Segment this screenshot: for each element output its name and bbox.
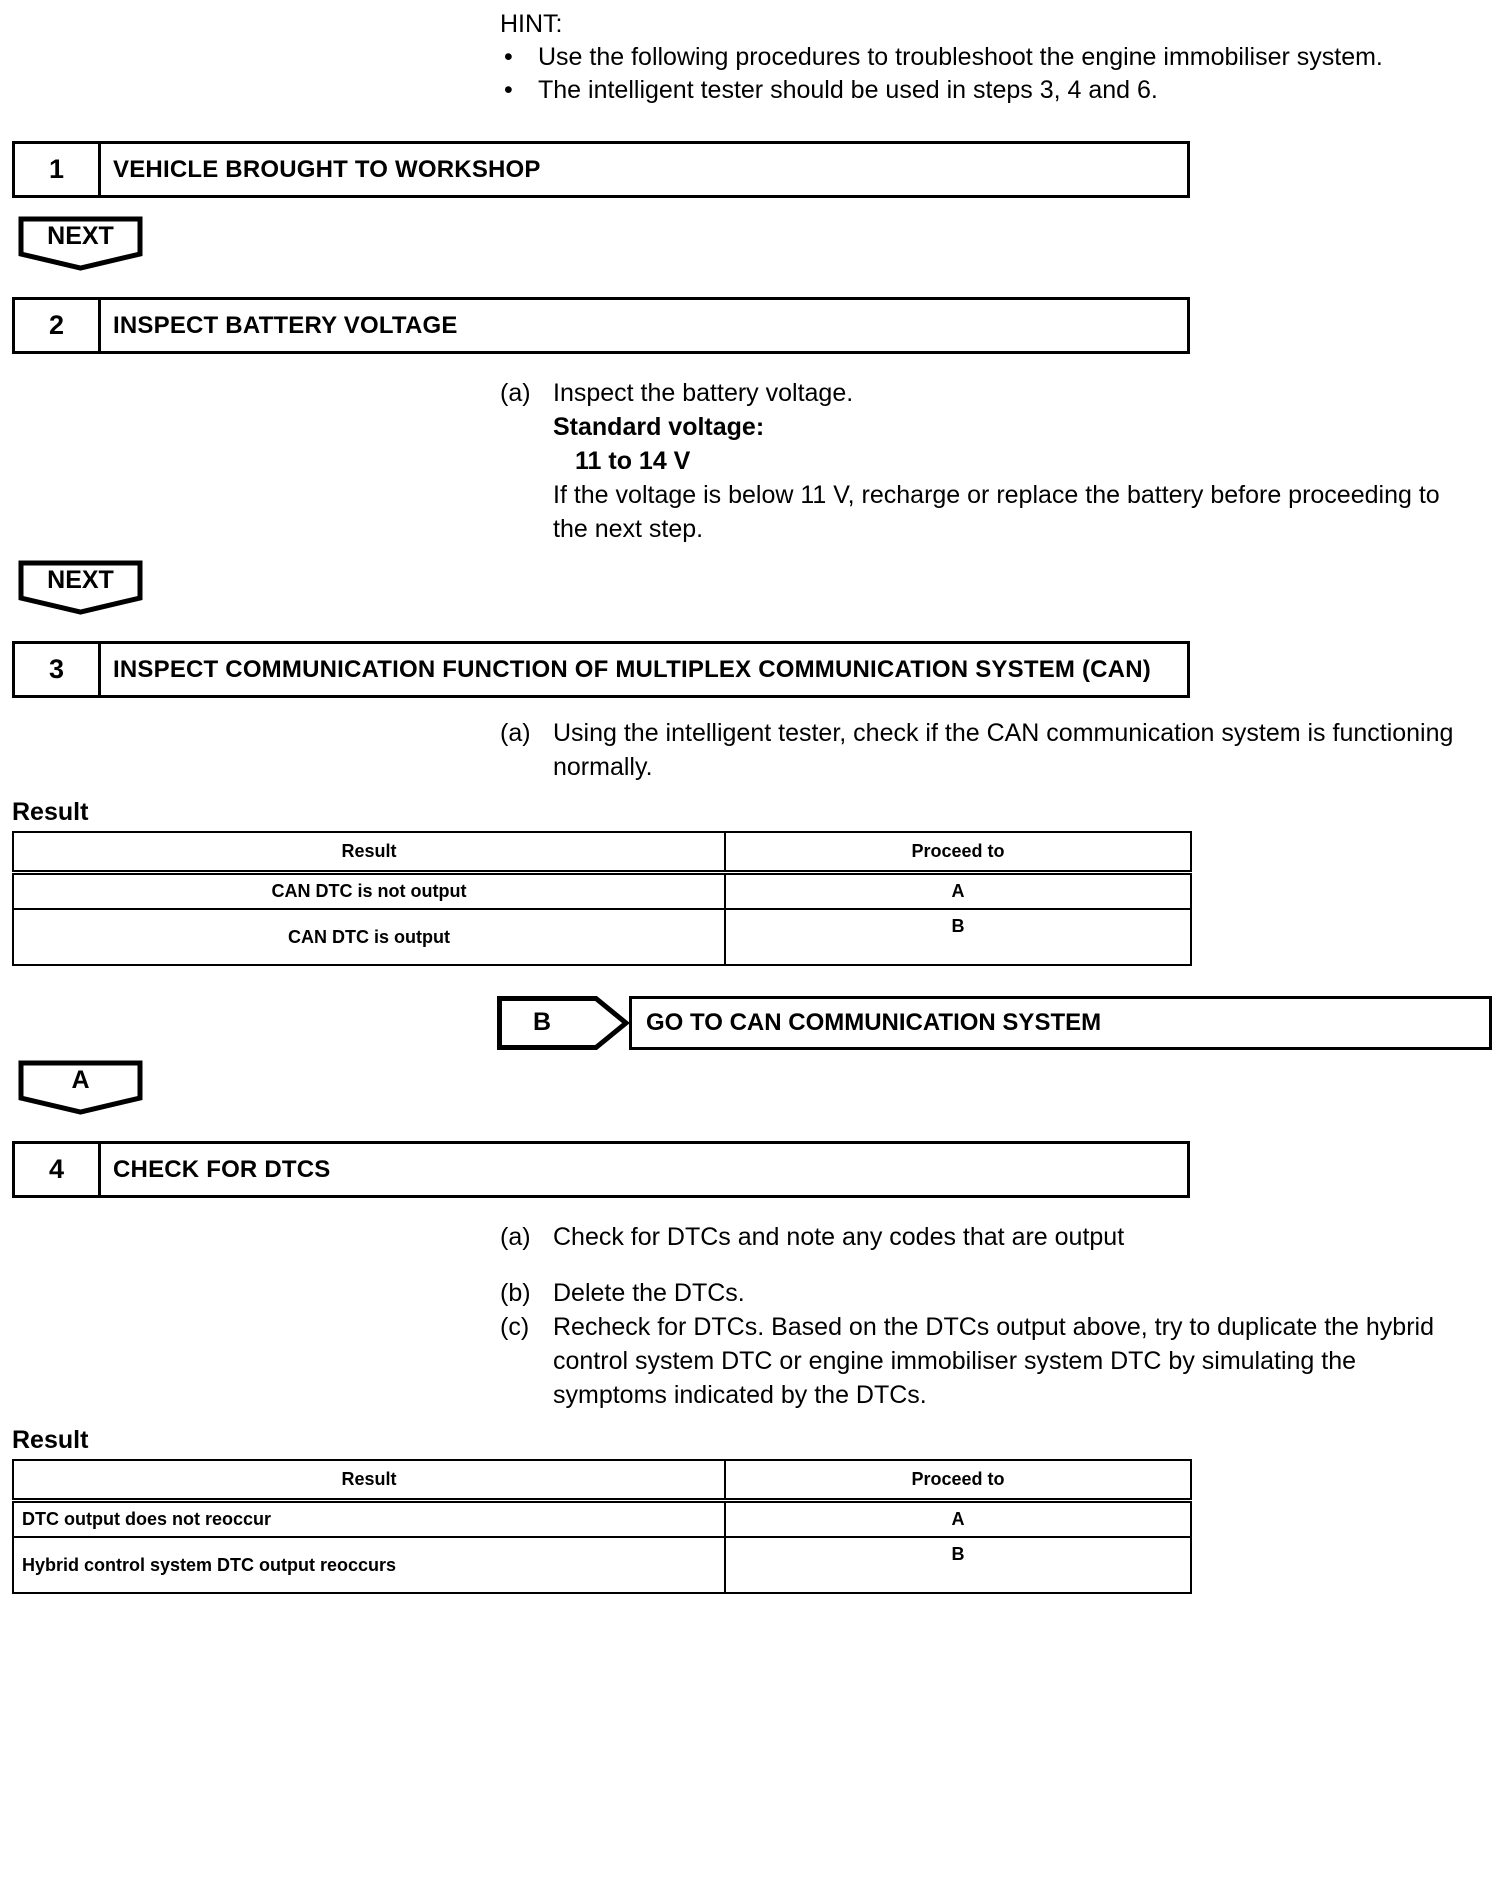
step-title: CHECK FOR DTCS: [113, 1156, 331, 1183]
hint-list: • Use the following procedures to troubl…: [500, 41, 1464, 107]
step-number: 3: [15, 644, 101, 695]
troubleshooting-flowchart-page: HINT: • Use the following procedures to …: [0, 0, 1504, 1594]
branch-arrow-b: B: [497, 996, 629, 1050]
step-bar-1: 1 VEHICLE BROUGHT TO WORKSHOP: [12, 141, 1190, 198]
branch-row-b: B GO TO CAN COMMUNICATION SYSTEM: [497, 996, 1504, 1050]
result-label-3: Result: [12, 798, 89, 826]
step-bar-4: 4 CHECK FOR DTCS: [12, 1141, 1190, 1198]
column-header-result: Result: [12, 1459, 726, 1503]
step-title: VEHICLE BROUGHT TO WORKSHOP: [113, 156, 541, 183]
hint-item: • The intelligent tester should be used …: [500, 74, 1464, 107]
procedure-marker: (b): [500, 1279, 531, 1307]
table-row: CAN DTC is output B: [12, 908, 1192, 966]
cell-result: Hybrid control system DTC output reoccur…: [12, 1536, 726, 1594]
procedure-item: (b) Delete the DTCs.: [500, 1276, 1464, 1310]
cell-proceed-to: B: [724, 1536, 1192, 1594]
procedure-item: (a) Inspect the battery voltage. Standar…: [500, 376, 1464, 546]
cell-proceed-to: B: [724, 908, 1192, 966]
procedure-marker: (a): [500, 379, 531, 407]
connector-a: A: [18, 1060, 143, 1115]
hint-item-text: Use the following procedures to troubles…: [538, 43, 1383, 71]
cell-proceed-to: A: [724, 871, 1192, 910]
procedure-body: Inspect the battery voltage. Standard vo…: [553, 376, 1464, 546]
step-number: 2: [15, 300, 101, 351]
procedure-item: (a) Using the intelligent tester, check …: [500, 716, 1464, 784]
procedure-body: Recheck for DTCs. Based on the DTCs outp…: [553, 1313, 1434, 1409]
procedure-marker: (a): [500, 1223, 531, 1251]
procedure-body: Check for DTCs and note any codes that a…: [553, 1223, 1125, 1251]
step-number: 1: [15, 144, 101, 195]
connector-next-2: NEXT: [18, 560, 143, 615]
hint-item-text: The intelligent tester should be used in…: [538, 76, 1158, 104]
column-header-result: Result: [12, 831, 726, 875]
procedure-block-3: (a) Using the intelligent tester, check …: [0, 716, 1504, 784]
procedure-body: Delete the DTCs.: [553, 1279, 745, 1307]
procedure-block-4: (a) Check for DTCs and note any codes th…: [0, 1220, 1504, 1412]
cell-result: DTC output does not reoccur: [12, 1499, 726, 1538]
result-table-3: Result Proceed to CAN DTC is not output …: [12, 831, 1192, 966]
column-header-proceed-to: Proceed to: [724, 831, 1192, 875]
step-bar-2: 2 INSPECT BATTERY VOLTAGE: [12, 297, 1190, 354]
procedure-line-standard-voltage-label: Standard voltage:: [553, 413, 765, 441]
procedure-marker: (a): [500, 719, 531, 747]
cell-result: CAN DTC is output: [12, 908, 726, 966]
hint-item: • Use the following procedures to troubl…: [500, 41, 1464, 74]
connector-label: A: [71, 1066, 90, 1094]
bullet-icon: •: [504, 43, 513, 71]
table-header-row: Result Proceed to: [12, 831, 1192, 875]
table-row: Hybrid control system DTC output reoccur…: [12, 1536, 1192, 1594]
table-row: DTC output does not reoccur A: [12, 1499, 1192, 1538]
result-table-4: Result Proceed to DTC output does not re…: [12, 1459, 1192, 1594]
procedure-marker: (c): [500, 1313, 530, 1341]
procedure-item: (c) Recheck for DTCs. Based on the DTCs …: [500, 1310, 1464, 1412]
down-arrow-icon: [18, 560, 143, 615]
procedure-line-standard-voltage-value: 11 to 14 V: [575, 447, 691, 475]
hint-block: HINT: • Use the following procedures to …: [0, 0, 1504, 107]
step-title: INSPECT COMMUNICATION FUNCTION OF MULTIP…: [113, 656, 1151, 683]
step-title: INSPECT BATTERY VOLTAGE: [113, 312, 458, 339]
column-header-proceed-to: Proceed to: [724, 1459, 1192, 1503]
connector-label: NEXT: [47, 222, 114, 250]
procedure-item: (a) Check for DTCs and note any codes th…: [500, 1220, 1464, 1254]
step-number: 4: [15, 1144, 101, 1195]
branch-letter: B: [532, 1008, 552, 1036]
procedure-block-2: (a) Inspect the battery voltage. Standar…: [0, 376, 1504, 546]
down-arrow-icon: [18, 216, 143, 271]
cell-proceed-to: A: [724, 1499, 1192, 1538]
connector-label: NEXT: [47, 566, 114, 594]
cell-result: CAN DTC is not output: [12, 871, 726, 910]
table-row: CAN DTC is not output A: [12, 871, 1192, 910]
table-header-row: Result Proceed to: [12, 1459, 1192, 1503]
hint-title: HINT:: [500, 10, 563, 38]
step-bar-3: 3 INSPECT COMMUNICATION FUNCTION OF MULT…: [12, 641, 1190, 698]
procedure-line: If the voltage is below 11 V, recharge o…: [553, 481, 1440, 543]
result-label-4: Result: [12, 1426, 89, 1454]
down-arrow-icon: [18, 1060, 143, 1115]
bullet-icon: •: [504, 76, 513, 104]
right-arrow-icon: [497, 996, 629, 1050]
procedure-line: Inspect the battery voltage.: [553, 379, 854, 407]
procedure-body: Using the intelligent tester, check if t…: [553, 719, 1454, 781]
goto-box: GO TO CAN COMMUNICATION SYSTEM: [629, 996, 1492, 1050]
connector-next-1: NEXT: [18, 216, 143, 271]
